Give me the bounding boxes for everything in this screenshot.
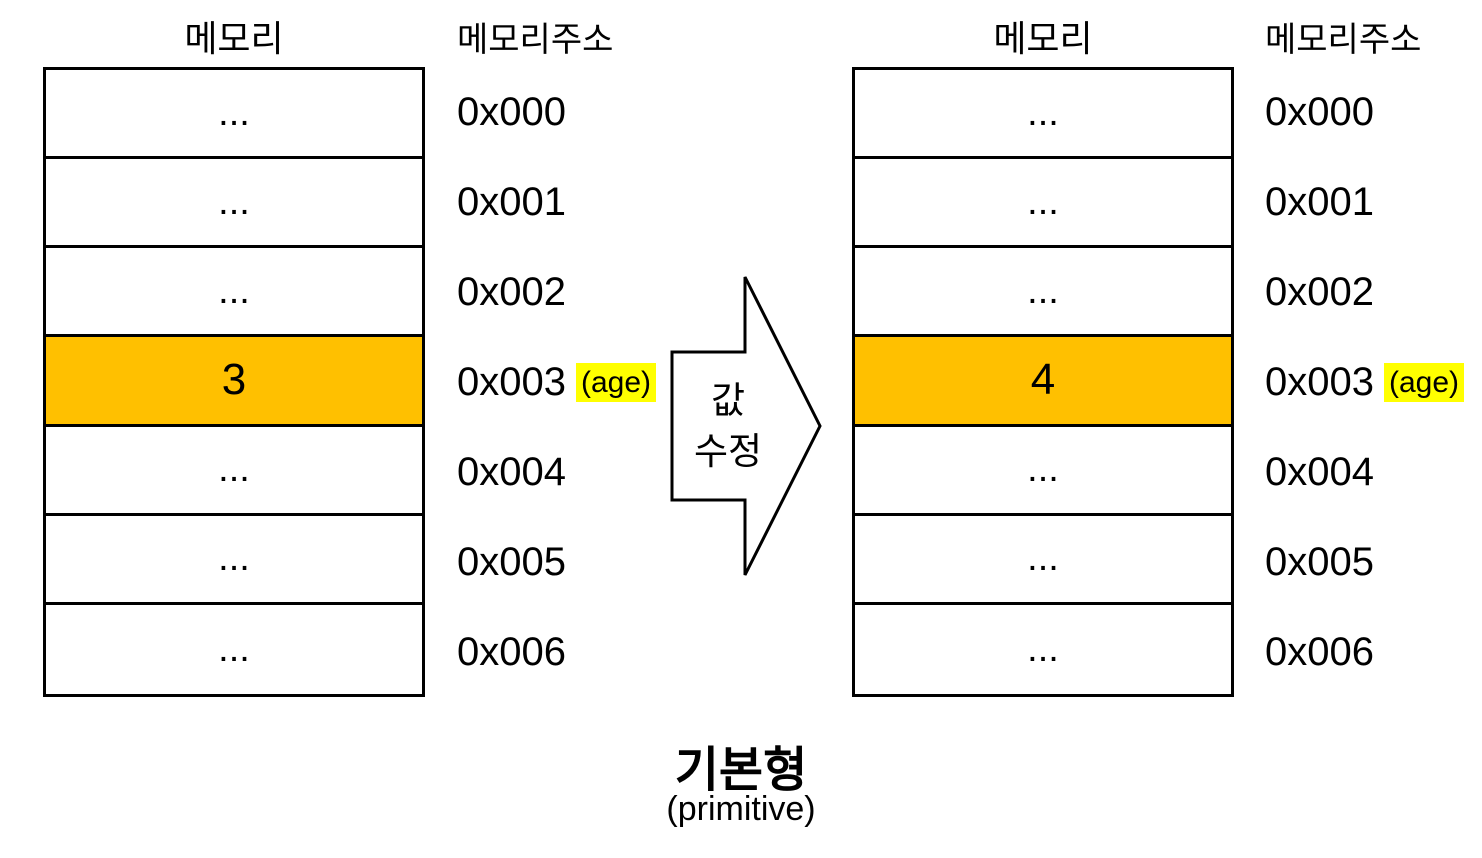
arrow-label-line1: 값 bbox=[711, 380, 745, 421]
address-label: 0x000 bbox=[457, 67, 656, 157]
address-text: 0x000 bbox=[457, 89, 566, 134]
memory-cell: ... bbox=[855, 427, 1231, 516]
left-address-title: 메모리주소 bbox=[457, 21, 614, 59]
address-label: 0x000 bbox=[1265, 67, 1464, 157]
left-address-column: 0x000 0x001 0x002 0x003 (age) 0x004 0x00… bbox=[457, 67, 657, 697]
address-label: 0x003 (age) bbox=[1265, 337, 1465, 427]
address-text: 0x002 bbox=[457, 269, 566, 314]
address-text: 0x004 bbox=[457, 449, 566, 494]
address-label: 0x001 bbox=[1265, 157, 1464, 247]
caption-subtitle: (primitive) bbox=[666, 790, 816, 828]
address-text: 0x002 bbox=[1265, 269, 1374, 314]
value-change-arrow: 값 수정 bbox=[660, 268, 830, 586]
memory-cell: ... bbox=[855, 516, 1231, 605]
address-text: 0x006 bbox=[1265, 629, 1374, 674]
address-text: 0x001 bbox=[1265, 179, 1374, 224]
address-label: 0x002 bbox=[457, 247, 656, 337]
memory-cell: ... bbox=[1027, 627, 1059, 670]
address-text: 0x000 bbox=[1265, 89, 1374, 134]
right-address-title: 메모리주소 bbox=[1265, 21, 1422, 59]
address-label: 0x005 bbox=[457, 517, 656, 607]
memory-cell: ... bbox=[46, 427, 422, 516]
memory-cell: ... bbox=[46, 516, 422, 605]
address-label: 0x004 bbox=[1265, 427, 1464, 517]
age-tag: (age) bbox=[575, 362, 657, 402]
address-text: 0x003 bbox=[1265, 359, 1374, 404]
memory-cell: ... bbox=[46, 159, 422, 249]
right-address-column: 0x000 0x001 0x002 0x003 (age) 0x004 0x00… bbox=[1265, 67, 1465, 697]
address-label: 0x005 bbox=[1265, 517, 1464, 607]
left-memory-title: 메모리 bbox=[184, 18, 284, 59]
right-arrow-icon: 값 수정 bbox=[670, 276, 822, 576]
address-text: 0x004 bbox=[1265, 449, 1374, 494]
address-text: 0x005 bbox=[1265, 539, 1374, 584]
right-memory-title: 메모리 bbox=[993, 18, 1093, 59]
caption-title: 기본형 bbox=[674, 744, 808, 797]
memory-cell: ... bbox=[46, 70, 422, 160]
memory-cell: ... bbox=[46, 248, 422, 338]
left-memory-table: ... ... ... 3 ... ... ... bbox=[43, 67, 425, 697]
address-text: 0x005 bbox=[457, 539, 566, 584]
memory-cell: ... bbox=[855, 70, 1231, 160]
memory-cell-highlighted: 3 bbox=[46, 337, 422, 427]
memory-cell-highlighted: 4 bbox=[855, 337, 1231, 427]
address-text: 0x003 bbox=[457, 359, 566, 404]
right-memory-table: ... ... ... 4 ... ... ... bbox=[852, 67, 1234, 697]
address-label: 0x002 bbox=[1265, 247, 1464, 337]
address-label: 0x004 bbox=[457, 427, 656, 517]
memory-cell: ... bbox=[218, 627, 250, 670]
address-text: 0x006 bbox=[457, 629, 566, 674]
age-tag: (age) bbox=[1383, 362, 1465, 402]
arrow-label-line2: 수정 bbox=[694, 431, 762, 472]
memory-cell: ... bbox=[855, 159, 1231, 249]
address-label: 0x006 bbox=[1265, 607, 1464, 697]
address-text: 0x001 bbox=[457, 179, 566, 224]
memory-cell: ... bbox=[855, 248, 1231, 338]
address-label: 0x003 (age) bbox=[457, 337, 657, 427]
address-label: 0x006 bbox=[457, 607, 656, 697]
address-label: 0x001 bbox=[457, 157, 656, 247]
